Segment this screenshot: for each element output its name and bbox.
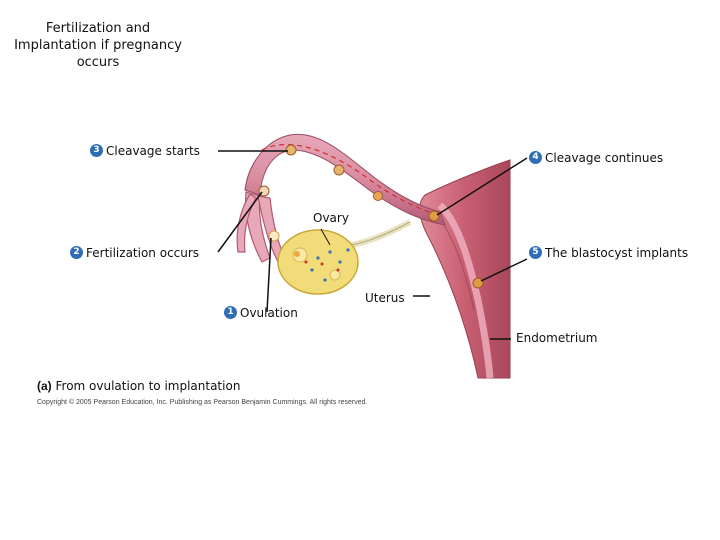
step-4-text: Cleavage continues <box>545 151 664 165</box>
fimbriae <box>236 191 285 264</box>
page-title: Fertilization and Implantation if pregna… <box>8 21 188 72</box>
uterus-wall <box>419 159 511 379</box>
figure-caption: (a) From ovulation to implantation <box>37 379 240 393</box>
ovary-label: Ovary <box>313 211 349 225</box>
title-line-3: occurs <box>76 54 120 70</box>
title-line-1: Fertilization and <box>45 21 151 36</box>
step-2-text: Fertilization occurs <box>86 246 200 260</box>
caption-text: From ovulation to implantation <box>55 379 241 393</box>
ovarian-ligament <box>351 219 412 248</box>
step-1-text: Ovulation <box>240 306 298 320</box>
step-1-badge: 1 <box>224 306 237 319</box>
ovary-shape <box>277 229 359 295</box>
step-2-badge: 2 <box>70 246 83 259</box>
ovary-follicle-dots <box>310 248 350 282</box>
uterus-label: Uterus <box>365 291 405 305</box>
ovary-leader <box>320 228 331 246</box>
leader-lines <box>217 150 528 340</box>
title-line-2: Implantation if pregnancy <box>14 37 182 53</box>
copyright-notice: Copyright © 2005 Pearson Education, Inc.… <box>37 399 368 406</box>
caption-tag: (a) <box>37 379 52 393</box>
step-5-text: The blastocyst implants <box>545 246 689 260</box>
step-3-badge: 3 <box>90 144 103 157</box>
endometrium-lining <box>437 202 494 379</box>
step-4-badge: 4 <box>529 151 542 164</box>
endometrium-label: Endometrium <box>516 331 598 345</box>
step-3-text: Cleavage starts <box>106 144 200 158</box>
step-5-badge: 5 <box>529 246 542 259</box>
